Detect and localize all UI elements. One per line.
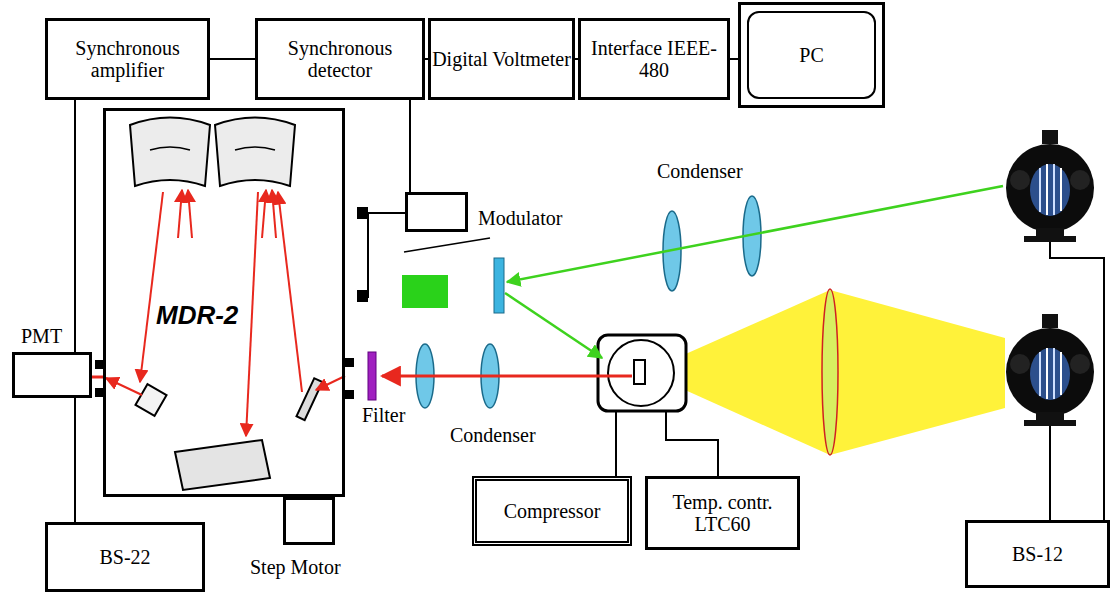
power-supply-box: BS-12 [965,520,1110,588]
excitation-beam [507,186,1003,282]
node-label: Interface IEEE-480 [581,37,727,81]
signal-wire [409,100,411,192]
controller-box: Temp. contr. LTC60 [645,476,800,550]
monochromator-box: MDR-2 [103,108,345,497]
condenser-lens [822,289,838,455]
node-label: BS-12 [1012,543,1063,565]
signal-wire [210,58,255,60]
mirror [494,258,504,313]
condenser-label: Condenser [448,424,538,447]
node-label: Temp. contr. LTC60 [648,491,797,535]
excitation-beam [505,293,602,358]
node-label: PMT [21,325,62,347]
amplifier-box: Synchronous amplifier [45,18,210,100]
signal-wire [730,58,738,60]
modulator-box: Modulator [405,192,468,232]
light-path [106,190,345,436]
step-motor-box: Step Motor [283,497,335,545]
signal-wire [74,100,76,352]
flat-mirror [135,384,166,416]
condenser-label: Condenser [655,160,745,183]
detector-box: Synchronous detector [255,18,425,100]
filter-label: Filter [360,404,407,427]
emission-beam [382,375,632,378]
compressor-box: Compressor [472,476,632,546]
signal-wire [74,398,76,522]
node-label: Synchronous detector [258,37,422,81]
interface-box: Interface IEEE-480 [578,18,730,100]
power-supply-box: BS-22 [45,522,205,592]
node-label: BS-22 [99,546,150,568]
concave-mirror [215,118,295,187]
green-filter [402,275,448,308]
diffraction-grating [175,440,270,490]
concave-mirror [130,118,210,187]
node-label: MDR-2 [156,301,238,330]
pmt-box: PMT [12,352,92,398]
node-label: Synchronous amplifier [48,37,207,81]
node-label: Step Motor [250,556,341,578]
monochromator-optics [92,118,354,491]
lamp [1006,130,1094,242]
cryostat [598,335,686,411]
node-label: Modulator [478,207,562,229]
filter-plate [368,352,376,400]
light-cone [645,290,1005,455]
lamp [1006,314,1094,426]
monitor-screen: PC [747,11,876,99]
node-label: Compressor [504,500,601,522]
pc-box: PC [738,2,885,108]
node-label: Digital Voltmeter [432,48,571,70]
voltmeter-box: Digital Voltmeter [428,18,575,100]
node-label: PC [799,44,823,66]
